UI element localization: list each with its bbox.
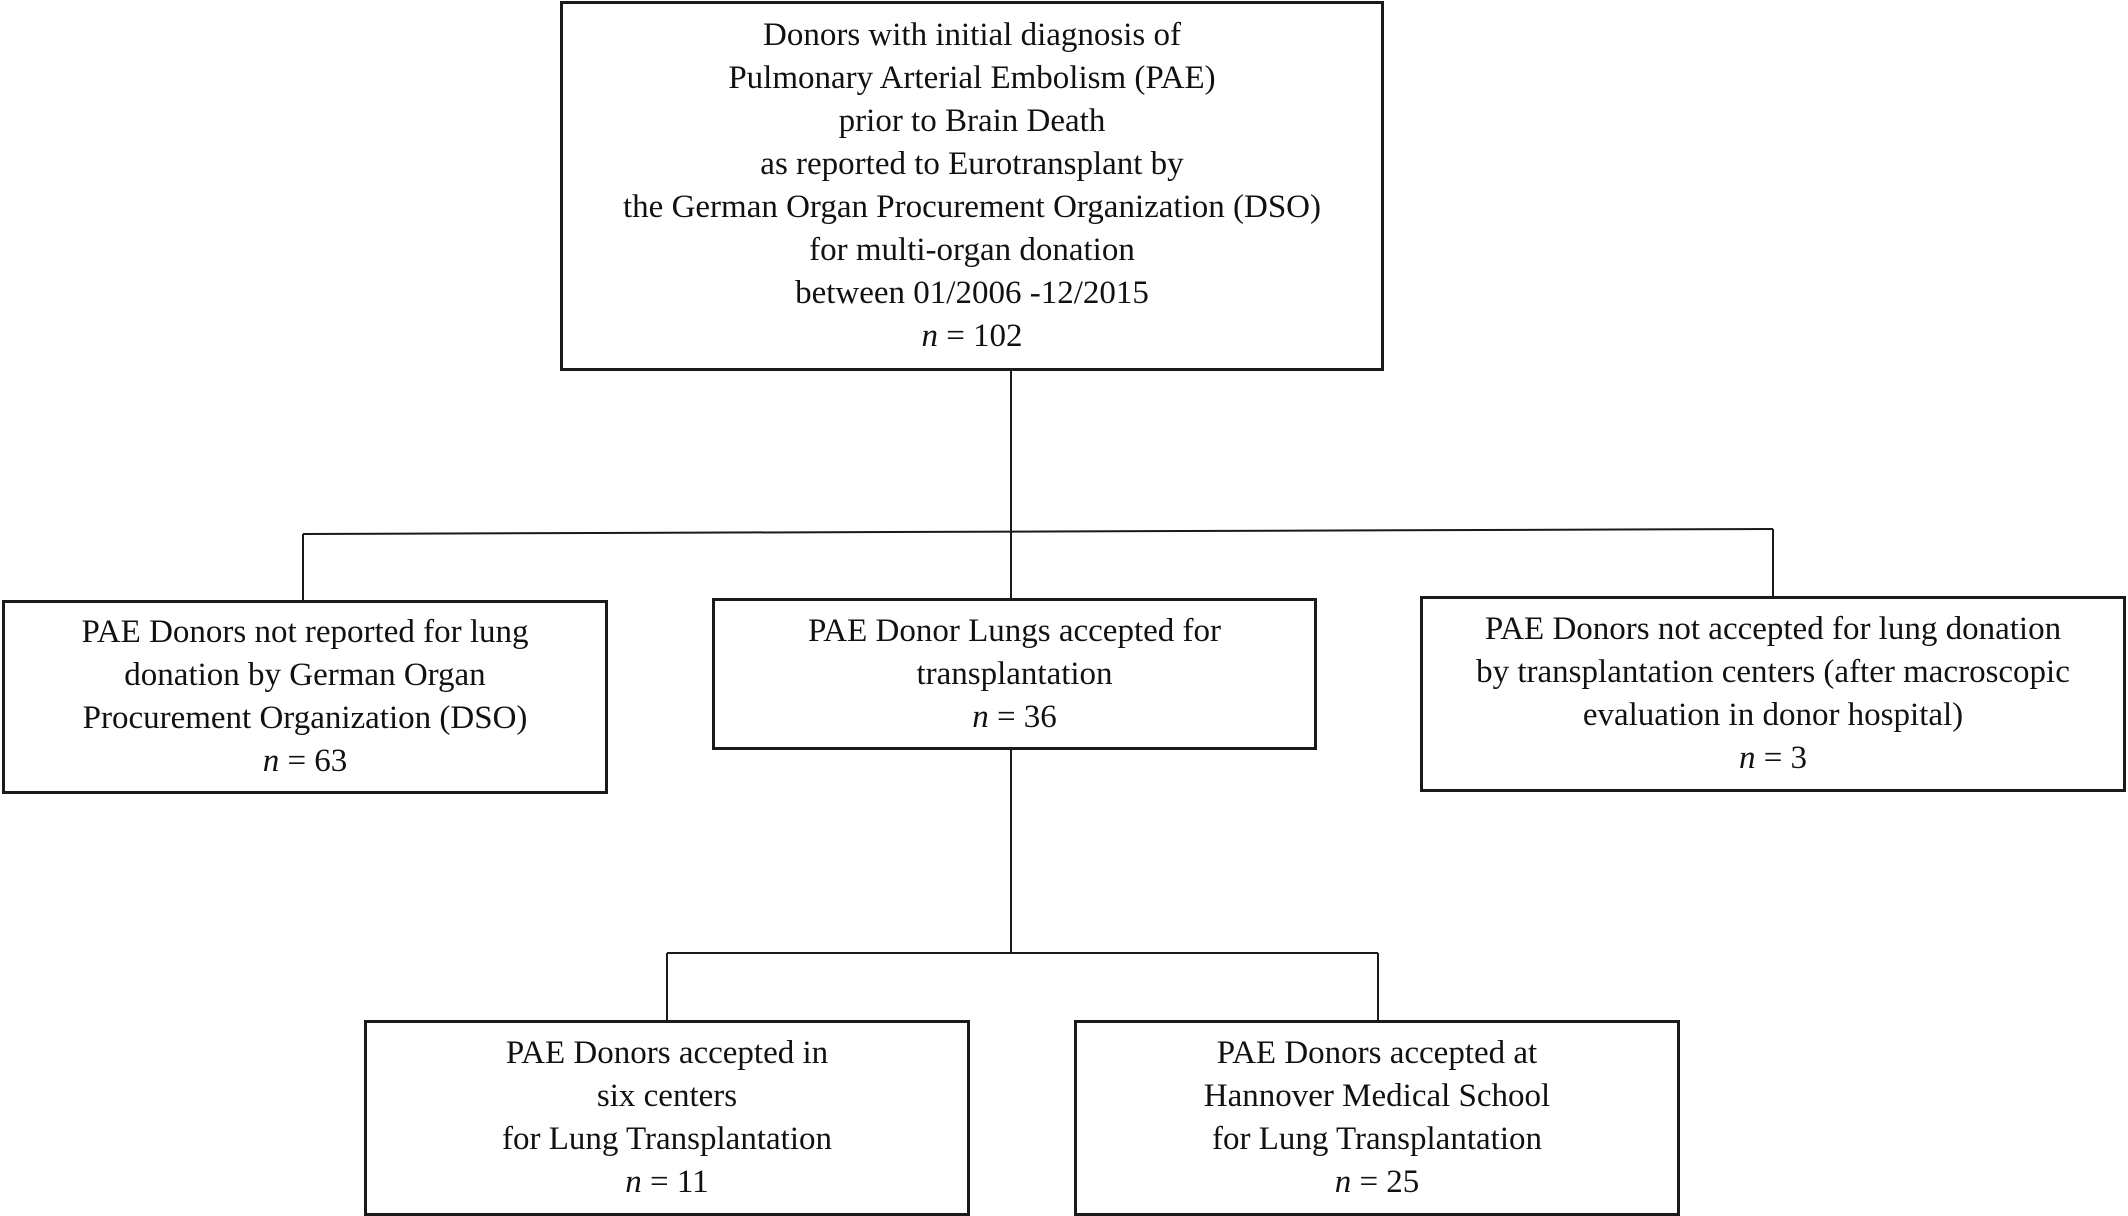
sample-size-variable: n <box>972 698 989 735</box>
sample-size-variable: n <box>1334 1164 1352 1200</box>
box-text-line: PAE Donors accepted at <box>1216 1035 1538 1071</box>
sample-size-value: = 11 <box>650 1164 709 1200</box>
sample-size: n = 11 <box>625 1161 708 1204</box>
box-text-line: PAE Donor Lungs accepted for <box>807 612 1221 649</box>
box-text-line: PAE Donors not reported for lung <box>81 614 529 650</box>
sample-size: n = 63 <box>263 740 348 783</box>
sample-size-variable: n <box>625 1164 642 1200</box>
box-text-line: Pulmonary Arterial Embolism (PAE) <box>728 60 1216 96</box>
box-text-line: prior to Brain Death <box>838 103 1106 139</box>
box-text-line: transplantation <box>916 655 1113 692</box>
box-text-line: PAE Donors accepted in <box>505 1035 829 1071</box>
box-text-line: evaluation in donor hospital) <box>1582 697 1964 733</box>
sample-size-variable: n <box>921 318 938 354</box>
box-text-line: as reported to Eurotransplant by <box>760 146 1184 182</box>
sample-size: n = 25 <box>1335 1161 1420 1204</box>
hannover-box: PAE Donors accepted at Hannover Medical S… <box>1074 1020 1680 1216</box>
sample-size-value: = 63 <box>287 743 348 779</box>
box-text-line: PAE Donors not accepted for lung donatio… <box>1484 611 2062 647</box>
accepted-lungs-box: PAE Donor Lungs accepted for transplantat… <box>712 598 1317 750</box>
box-text-line: six centers <box>596 1078 738 1114</box>
six-centers-box: PAE Donors accepted in six centers for Lun… <box>364 1020 970 1216</box>
box-text-line: by transplantation centers (after macros… <box>1476 654 2070 690</box>
box-text-line: between 01/2006 -12/2015 <box>795 275 1149 311</box>
sample-size-value: = 102 <box>946 318 1023 354</box>
sample-size-value: = 3 <box>1763 740 1808 776</box>
box-text-line: for Lung Transplantation <box>1212 1121 1542 1157</box>
not-accepted-box: PAE Donors not accepted for lung donatio… <box>1420 596 2126 792</box>
sample-size: n = 36 <box>972 696 1057 739</box>
box-text-line: Procurement Organization (DSO) <box>82 700 528 736</box>
box-text-line: for multi-organ donation <box>809 232 1135 268</box>
box-text-line: Donors with initial diagnosis of <box>763 17 1181 53</box>
not-reported-box: PAE Donors not reported for lung donation… <box>2 600 608 794</box>
sample-size-value: = 36 <box>996 698 1057 735</box>
sample-size: n = 102 <box>921 315 1022 358</box>
sample-size-variable: n <box>262 743 280 779</box>
box-text-line: the German Organ Procurement Organizatio… <box>623 189 1321 225</box>
box-text-line: donation by German Organ <box>124 657 486 693</box>
sample-size-variable: n <box>1738 740 1756 776</box>
sample-size-value: = 25 <box>1359 1164 1420 1200</box>
box-text-line: for Lung Transplantation <box>502 1121 832 1157</box>
sample-size: n = 3 <box>1739 737 1807 780</box>
box-text-line: Hannover Medical School <box>1203 1078 1551 1114</box>
connector-level1-bar <box>302 528 1774 535</box>
root-donors-box: Donors with initial diagnosis of Pulmonar… <box>560 1 1384 371</box>
